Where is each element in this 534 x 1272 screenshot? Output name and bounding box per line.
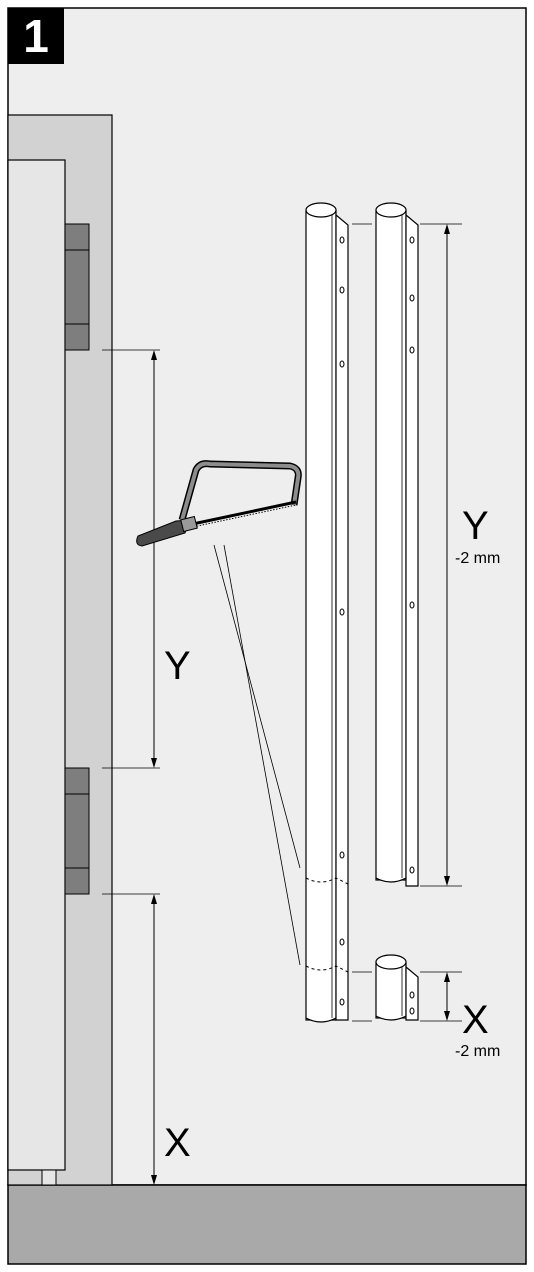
- cut-profile-x: [375, 954, 419, 1021]
- door-gap-x-label: X: [164, 1121, 191, 1165]
- bottom-hinge: [64, 767, 90, 895]
- door-extension-lines: [102, 349, 160, 895]
- step-number-badge: 1: [8, 8, 64, 64]
- door-x-dimension: [151, 894, 157, 1185]
- profile-extension-lines: [352, 223, 462, 1022]
- cut-profile-y: [375, 202, 419, 887]
- profile-y-offset-label: -2 mm: [455, 550, 501, 567]
- hacksaw-icon: [136, 460, 302, 547]
- uncut-profile: [305, 202, 349, 1023]
- profile-x-dimension: [444, 972, 450, 1021]
- profile-y-dimension: [444, 224, 450, 886]
- door-leaf: [7, 159, 66, 1171]
- profile-y-label: Y: [462, 504, 489, 548]
- door-foot: [41, 1169, 57, 1186]
- top-hinge: [64, 223, 90, 351]
- door-gap-y-label: Y: [164, 644, 191, 688]
- floor: [7, 1184, 527, 1265]
- profile-x-offset-label: -2 mm: [455, 1043, 501, 1060]
- door-y-dimension: [151, 350, 157, 768]
- cut-indicator-lines: [213, 544, 301, 966]
- profile-x-label: X: [462, 998, 489, 1042]
